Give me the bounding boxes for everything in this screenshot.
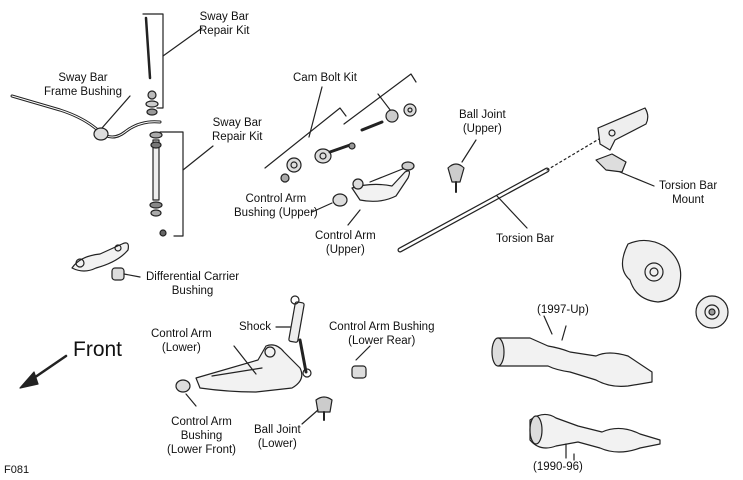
ball-joint-lower-part <box>315 396 333 413</box>
label-torsion-bar: Torsion Bar <box>496 233 555 245</box>
control-arm-bushing-lower-front-part <box>175 379 191 393</box>
label-cam-bolt-kit: Cam Bolt Kit <box>293 72 357 84</box>
sway-bar-frame-bushing-part <box>93 127 109 141</box>
label-ball-joint-lower: Ball Joint(Lower) <box>254 424 301 450</box>
sway-bar-link-bolt-top <box>144 16 152 80</box>
control-arm-lower-part <box>195 344 303 393</box>
front-arrow-head <box>19 371 39 389</box>
cv-axle-1990-96 <box>529 413 661 453</box>
label-ball-joint-upper: Ball Joint(Upper) <box>459 109 506 135</box>
label-axle-1990-96: (1990-96) <box>533 461 583 473</box>
figure-code: F081 <box>4 464 30 476</box>
differential-carrier-bracket <box>71 242 129 272</box>
shock-absorber <box>288 301 305 343</box>
sway-bar-link-sleeve <box>152 139 160 201</box>
frame-rail <box>597 107 649 151</box>
label-axle-1997-up: (1997-Up) <box>537 304 589 316</box>
label-shock: Shock <box>239 321 271 333</box>
control-arm-upper-part <box>351 170 411 202</box>
label-control-arm-bushing-lower-rear: Control Arm Bushing(Lower Rear) <box>329 321 435 347</box>
label-control-arm-lower: Control Arm(Lower) <box>151 328 212 354</box>
label-control-arm-upper: Control Arm(Upper) <box>315 230 376 256</box>
ball-joint-upper-part <box>447 163 465 183</box>
control-arm-bushing-upper-part <box>332 193 348 207</box>
cv-axle-1997-up <box>497 337 653 387</box>
steering-knuckle <box>621 239 682 303</box>
differential-carrier-bushing-part <box>111 267 125 281</box>
front-direction-label: Front <box>73 338 123 361</box>
torsion-bar-mount-part <box>595 153 627 173</box>
control-arm-bushing-lower-rear-part <box>351 365 367 379</box>
